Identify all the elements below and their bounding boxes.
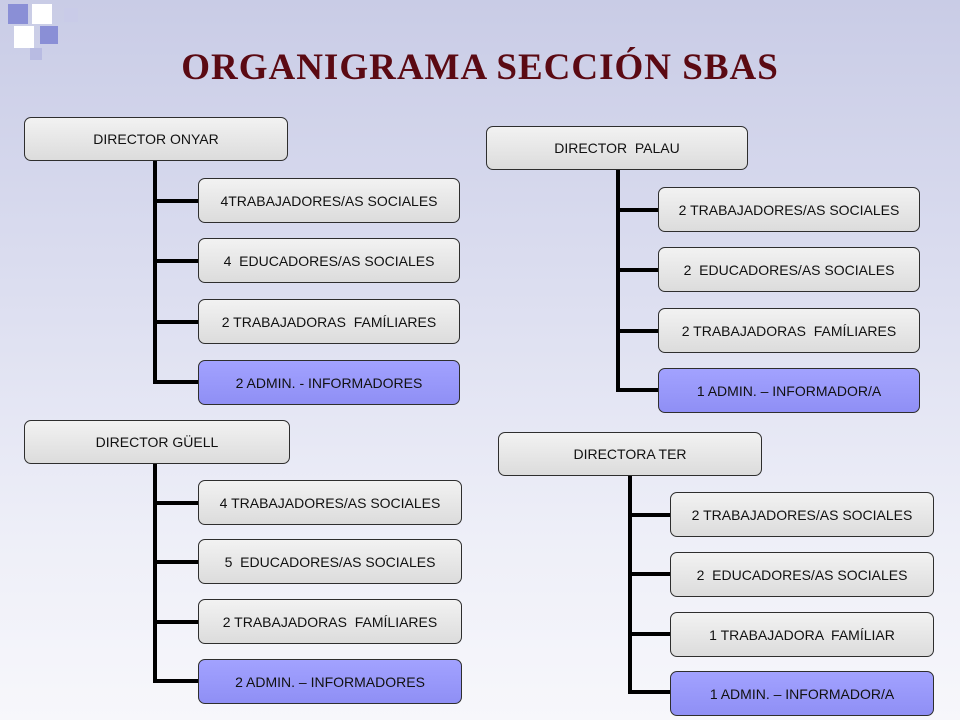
connector-branch: [153, 320, 198, 324]
staff-box: 5 EDUCADORES/AS SOCIALES: [198, 539, 462, 584]
admin-box: 1 ADMIN. – INFORMADOR/A: [658, 368, 920, 413]
connector-branch: [616, 388, 658, 392]
connector-branch: [628, 632, 670, 636]
connector-branch: [153, 679, 198, 683]
connector-trunk: [616, 169, 620, 391]
connector-branch: [153, 199, 198, 203]
connector-branch: [153, 501, 198, 505]
corner-square-decoration: [8, 4, 28, 24]
staff-box: 4 TRABAJADORES/AS SOCIALES: [198, 480, 462, 525]
staff-box: 4 EDUCADORES/AS SOCIALES: [198, 238, 460, 283]
director-box: DIRECTOR ONYAR: [24, 117, 288, 161]
staff-box: 2 TRABAJADORAS FAMÍLIARES: [658, 308, 920, 353]
connector-branch: [153, 620, 198, 624]
connector-trunk: [153, 160, 157, 383]
connector-branch: [153, 380, 198, 384]
corner-square-decoration: [32, 4, 52, 24]
connector-branch: [628, 572, 670, 576]
corner-square-decoration: [64, 8, 78, 22]
connector-branch: [628, 513, 670, 517]
page-title: ORGANIGRAMA SECCIÓN SBAS: [181, 47, 779, 88]
staff-box: 2 TRABAJADORES/AS SOCIALES: [670, 492, 934, 537]
director-box: DIRECTORA TER: [498, 432, 762, 476]
director-box: DIRECTOR PALAU: [486, 126, 748, 170]
director-box: DIRECTOR GÜELL: [24, 420, 290, 464]
connector-branch: [153, 560, 198, 564]
staff-box: 4TRABAJADORES/AS SOCIALES: [198, 178, 460, 223]
admin-box: 2 ADMIN. - INFORMADORES: [198, 360, 460, 405]
connector-branch: [616, 268, 658, 272]
corner-square-decoration: [30, 48, 42, 60]
connector-trunk: [628, 475, 632, 694]
staff-box: 1 TRABAJADORA FAMÍLIAR: [670, 612, 934, 657]
connector-branch: [616, 329, 658, 333]
staff-box: 2 TRABAJADORAS FAMÍLIARES: [198, 599, 462, 644]
staff-box: 2 EDUCADORES/AS SOCIALES: [658, 247, 920, 292]
connector-branch: [628, 690, 670, 694]
admin-box: 1 ADMIN. – INFORMADOR/A: [670, 671, 934, 716]
corner-square-decoration: [40, 26, 58, 44]
staff-box: 2 TRABAJADORES/AS SOCIALES: [658, 187, 920, 232]
connector-branch: [153, 259, 198, 263]
staff-box: 2 EDUCADORES/AS SOCIALES: [670, 552, 934, 597]
connector-branch: [616, 208, 658, 212]
admin-box: 2 ADMIN. – INFORMADORES: [198, 659, 462, 704]
corner-square-decoration: [14, 26, 34, 48]
connector-trunk: [153, 463, 157, 683]
staff-box: 2 TRABAJADORAS FAMÍLIARES: [198, 299, 460, 344]
